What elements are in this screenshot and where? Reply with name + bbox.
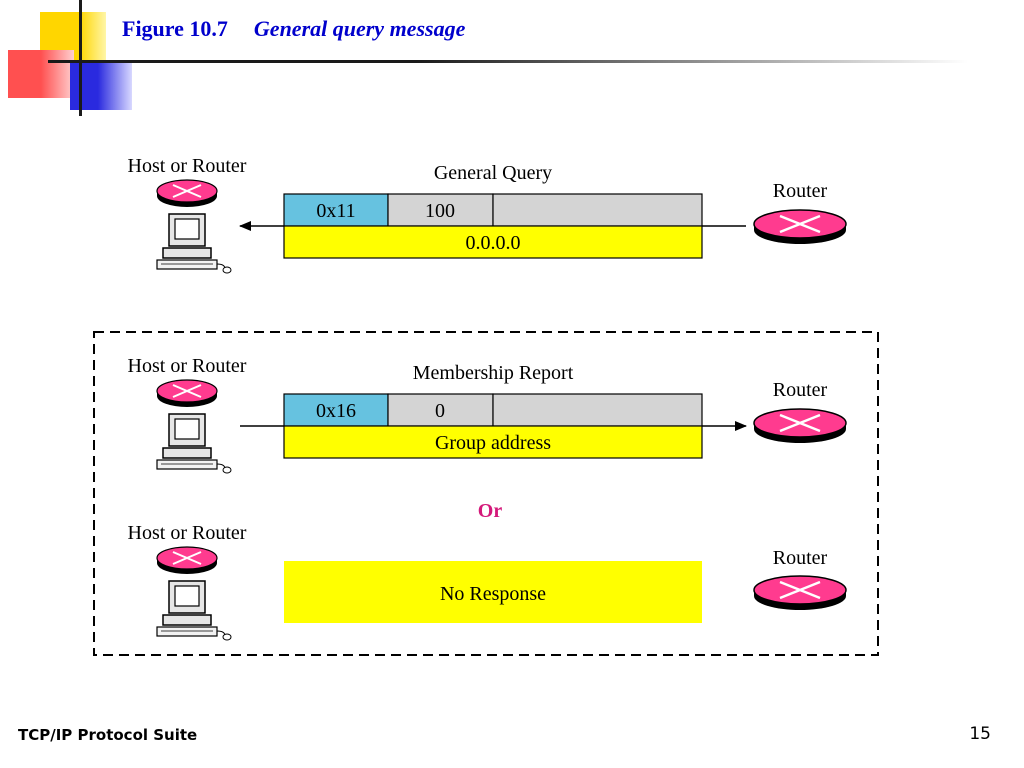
no-response-box	[284, 561, 702, 623]
report-maxresp-value: 0	[435, 400, 445, 422]
router-icon	[156, 546, 218, 575]
router-icon	[752, 208, 848, 246]
figure-title: General query message	[253, 16, 466, 41]
decor-vertical-line	[79, 0, 82, 116]
decor-red-square	[8, 50, 74, 98]
slide-title: Figure 10.7 General query message	[122, 16, 465, 42]
report-message-name: Membership Report	[413, 362, 574, 384]
computer-icon	[156, 580, 232, 641]
query-sender-label: Router	[773, 180, 828, 202]
response-options-box	[93, 331, 879, 656]
noresp-router-label: Router	[773, 547, 828, 569]
report-sender-label: Host or Router	[128, 355, 247, 377]
report-type-value: 0x16	[316, 400, 356, 422]
report-receiver-label: Router	[773, 379, 828, 401]
query-maxresp-value: 100	[425, 200, 455, 222]
query-address-value: 0.0.0.0	[466, 232, 521, 254]
router-icon	[156, 379, 218, 408]
query-type-value: 0x11	[316, 200, 355, 222]
query-receiver-label: Host or Router	[128, 155, 247, 177]
query-type-field	[283, 193, 389, 227]
query-maxresp-field	[387, 193, 494, 227]
router-icon	[752, 574, 848, 612]
figure-label: Figure 10.7	[122, 16, 228, 41]
query-checksum-field	[492, 193, 703, 227]
report-type-field	[283, 393, 389, 427]
report-maxresp-field	[387, 393, 494, 427]
noresp-host-label: Host or Router	[128, 522, 247, 544]
report-address-field	[283, 425, 703, 459]
no-response-text: No Response	[440, 583, 546, 605]
query-address-field	[283, 225, 703, 259]
report-checksum-field	[492, 393, 703, 427]
computer-icon	[156, 213, 232, 274]
or-label: Or	[478, 500, 503, 522]
report-address-value: Group address	[435, 432, 551, 454]
page-number: 15	[969, 724, 991, 744]
router-icon	[752, 407, 848, 445]
query-message-name: General Query	[434, 162, 552, 184]
footer-course-title: TCP/IP Protocol Suite	[18, 726, 198, 744]
decor-horizontal-line	[48, 60, 968, 63]
router-icon	[156, 179, 218, 208]
computer-icon	[156, 413, 232, 474]
